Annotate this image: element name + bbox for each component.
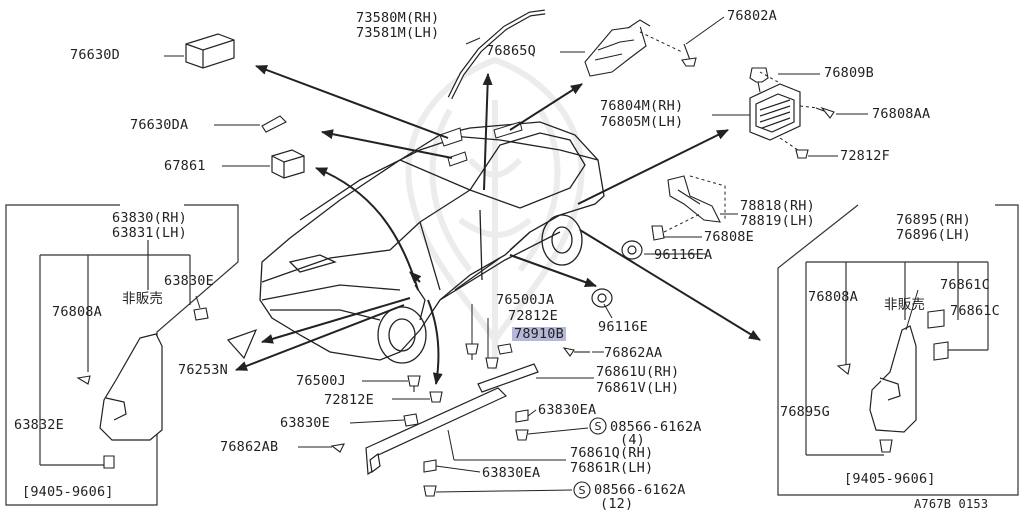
label-76802A: 76802A <box>727 8 777 24</box>
label-72812E-top: 72812E <box>508 308 558 324</box>
part-63830EA-clip-2 <box>423 459 437 473</box>
mudflap-left <box>99 333 163 441</box>
left-inset-box <box>5 204 239 506</box>
s-mark-2-glyph: S <box>579 484 586 497</box>
label-76861C-1: 76861C <box>940 277 990 293</box>
label-76804M: 76804M(RH) <box>600 98 684 114</box>
part-76861Q <box>365 387 508 476</box>
label-76808AA: 76808AA <box>872 106 931 122</box>
label-67861: 67861 <box>164 158 206 174</box>
part-72812E-top <box>485 357 499 369</box>
car-outline <box>259 121 605 364</box>
label-hanbai-right: 非販売 <box>884 297 926 313</box>
label-63830EA-2: 63830EA <box>482 465 541 481</box>
screw-76808A-right <box>836 363 851 375</box>
label-76808A-left: 76808A <box>52 304 102 320</box>
s-mark-1-glyph: S <box>595 420 602 433</box>
part-76861U <box>477 363 539 393</box>
part-67861 <box>271 149 305 179</box>
label-76805M: 76805M(LH) <box>600 114 684 130</box>
clip-76861C-1 <box>927 309 945 329</box>
label-08566-6162A-2: 08566-6162A <box>594 482 686 498</box>
label-76861V: 76861V(LH) <box>596 380 680 396</box>
part-76808AA <box>815 106 835 119</box>
label-76630DA: 76630DA <box>130 117 189 133</box>
part-78818 <box>667 175 721 223</box>
label-76809B: 76809B <box>824 65 874 81</box>
label-76500JA: 76500JA <box>496 292 555 308</box>
part-76862AA <box>562 347 590 357</box>
part-76500J <box>407 375 421 392</box>
label-qty-4: (4) <box>620 432 645 448</box>
label-73580M: 73580M(RH) <box>356 10 440 26</box>
screw-bottom-left <box>103 455 115 469</box>
s-mark-2 <box>573 481 591 499</box>
mudflap-right <box>869 325 917 433</box>
part-76500JA <box>465 343 479 360</box>
label-96116EA: 96116EA <box>654 247 713 263</box>
part-72812F <box>795 149 809 159</box>
part-76865Q <box>584 19 651 77</box>
part-72812E-bottom <box>429 391 443 403</box>
label-hanbai-left: 非販売 <box>122 291 164 307</box>
screw-76808A-left <box>76 375 91 385</box>
right-inset-box <box>777 204 1019 496</box>
label-63832E: 63832E <box>14 417 64 433</box>
label-63830E-inset: 63830E <box>164 273 214 289</box>
part-96116E <box>591 288 613 308</box>
label-63831: 63831(LH) <box>112 225 187 241</box>
part-63830EA-clip-1 <box>515 409 529 423</box>
label-73581M: 73581M(LH) <box>356 25 440 41</box>
label-08566-6162A-1: 08566-6162A <box>610 419 702 435</box>
screw-08566-2 <box>423 485 437 497</box>
part-76802A <box>681 43 697 67</box>
label-76500J: 76500J <box>296 373 346 389</box>
part-76808E <box>651 225 665 241</box>
label-76808A-right: 76808A <box>808 289 858 305</box>
label-63830: 63830(RH) <box>112 210 187 226</box>
clip-76861C-2 <box>933 341 949 361</box>
screw-bottom-right <box>879 439 893 453</box>
label-96116E: 96116E <box>598 319 648 335</box>
s-mark-1 <box>589 417 607 435</box>
label-76861R: 76861R(LH) <box>570 460 654 476</box>
part-76253N <box>226 328 258 360</box>
label-76630D: 76630D <box>70 47 120 63</box>
part-76804M <box>749 83 801 141</box>
label-76253N: 76253N <box>178 362 228 378</box>
label-76862AB: 76862AB <box>220 439 279 455</box>
label-76895G: 76895G <box>780 404 830 420</box>
label-9405-9606-right: [9405-9606] <box>844 471 936 487</box>
part-76809B <box>749 67 769 93</box>
label-76861U: 76861U(RH) <box>596 364 680 380</box>
label-76861C-2: 76861C <box>950 303 1000 319</box>
part-76862AB <box>330 443 345 453</box>
label-78818: 78818(RH) <box>740 198 815 214</box>
part-76630DA <box>261 115 287 133</box>
screw-08566-1 <box>515 429 529 441</box>
part-78910B <box>497 343 513 355</box>
label-76862AA: 76862AA <box>604 345 663 361</box>
label-78910B-highlighted[interactable]: 78910B <box>512 326 566 342</box>
part-96116EA <box>621 240 643 260</box>
label-76865Q: 76865Q <box>486 43 536 59</box>
label-9405-9606-left: [9405-9606] <box>22 484 114 500</box>
label-76861Q: 76861Q(RH) <box>570 445 654 461</box>
label-76896: 76896(LH) <box>896 227 971 243</box>
label-63830EA-1: 63830EA <box>538 402 597 418</box>
label-78819: 78819(LH) <box>740 213 815 229</box>
label-qty-12: (12) <box>600 496 634 510</box>
part-76630D <box>185 33 235 69</box>
part-63830E-clip <box>403 413 419 427</box>
label-76895: 76895(RH) <box>896 212 971 228</box>
clip-63830E-inset <box>193 307 209 321</box>
label-76808E: 76808E <box>704 229 754 245</box>
drawing-number: A767B 0153 <box>914 497 989 510</box>
label-63830E: 63830E <box>280 415 330 431</box>
label-72812E-bottom: 72812E <box>324 392 374 408</box>
label-72812F: 72812F <box>840 148 890 164</box>
